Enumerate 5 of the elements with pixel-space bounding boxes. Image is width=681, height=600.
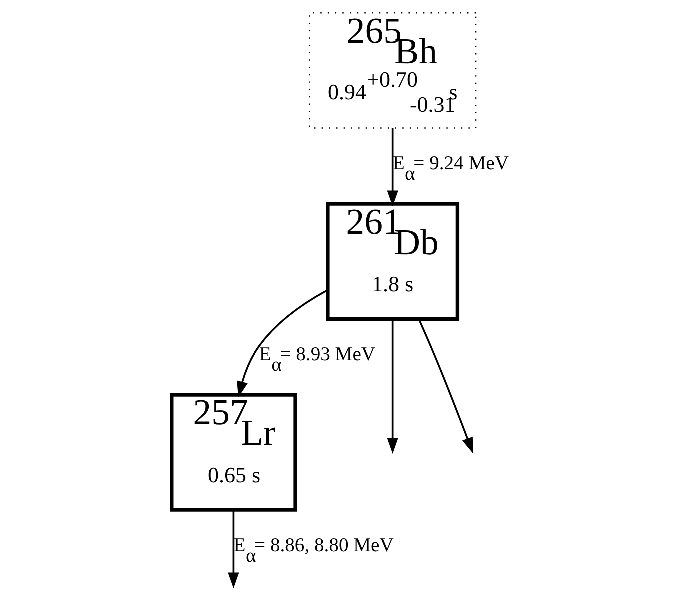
arrow [387,128,398,207]
arrow [387,319,398,454]
arrow [237,289,328,398]
arrow [228,510,240,589]
arrow [418,319,474,454]
